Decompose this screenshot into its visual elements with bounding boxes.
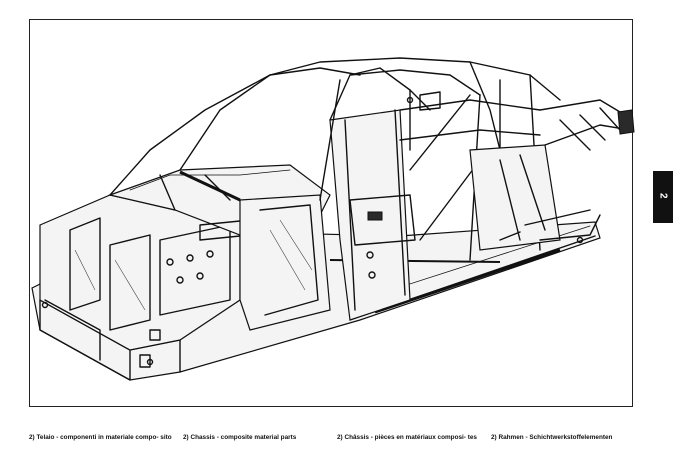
page-frame-right-rule [632,19,633,407]
cockpit-center [329,109,416,321]
caption-german: 2) Rahmen - Schichtwerkstoffelementen [491,434,613,441]
page-frame-bottom-rule [29,406,633,407]
caption-english: 2) Chassis - composite material parts [183,434,297,441]
bolt-details [41,96,584,366]
section-tab-label: 2 [657,193,669,201]
page-frame-left-rule [29,19,30,407]
page-frame-top-rule [29,19,633,20]
caption-french: 2) Châssis - pièces en matériaux composi… [337,434,477,441]
section-tab-marker [653,171,673,223]
rear-frame [469,99,635,251]
side-sill [239,194,331,331]
caption-italian: 2) Telaio - componenti in materiale comp… [29,434,172,441]
